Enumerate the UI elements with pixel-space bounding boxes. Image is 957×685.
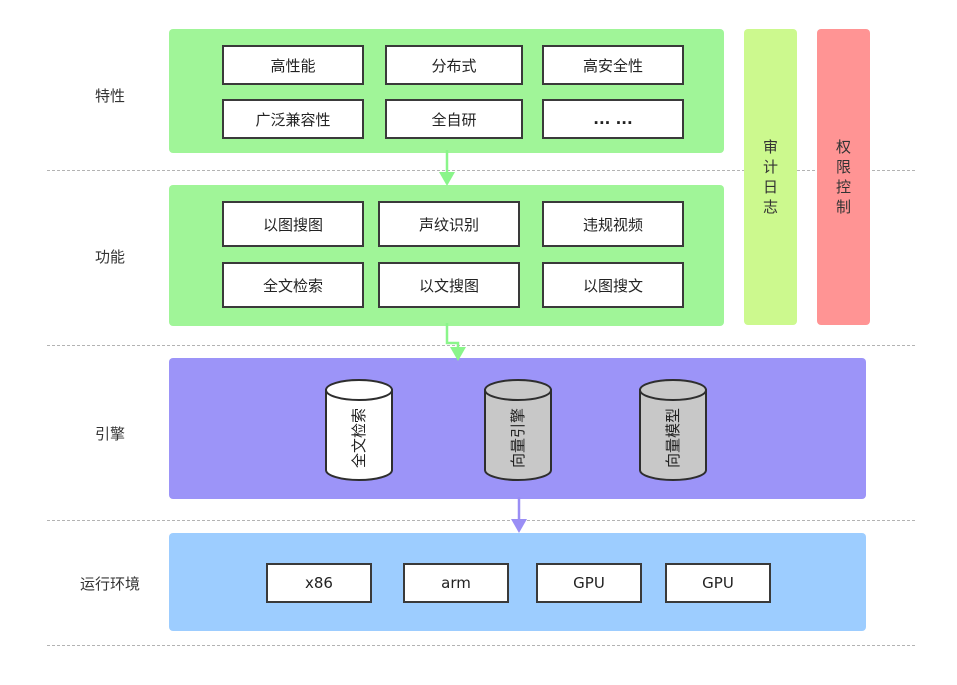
- row-label-functions: 功能: [94, 248, 125, 266]
- engine-cylinder: 向量引擎: [484, 379, 552, 481]
- audit-log-bar: 审计日志: [744, 29, 797, 325]
- permission-control-bar: 权限控制: [817, 29, 870, 325]
- function-box: 以文搜图: [378, 262, 520, 308]
- row-label-engine: 引擎: [94, 425, 125, 443]
- engine-cylinder: 向量模型: [639, 379, 707, 481]
- function-box: 以图搜图: [222, 201, 364, 247]
- runtime-box: x86: [266, 563, 372, 603]
- feature-box: 全自研: [385, 99, 523, 139]
- separator-3: [47, 520, 915, 521]
- separator-2: [47, 345, 915, 346]
- engine-label: 向量引擎: [509, 408, 527, 468]
- function-box: 声纹识别: [378, 201, 520, 247]
- arrow-functions-to-engine: [445, 323, 466, 361]
- runtime-box: arm: [403, 563, 509, 603]
- function-box: 全文检索: [222, 262, 364, 308]
- feature-box: 高安全性: [542, 45, 684, 85]
- separator-4: [47, 645, 915, 646]
- runtime-box: GPU: [536, 563, 642, 603]
- arrow-engine-to-runtime: [511, 497, 527, 533]
- feature-box: 高性能: [222, 45, 364, 85]
- separator-1: [47, 170, 915, 171]
- engine-cylinder: 全文检索: [325, 379, 393, 481]
- row-label-features: 特性: [94, 87, 125, 105]
- permission-control-label: 权限控制: [835, 138, 851, 216]
- runtime-box: GPU: [665, 563, 771, 603]
- audit-log-label: 审计日志: [762, 138, 778, 216]
- feature-box: 广泛兼容性: [222, 99, 364, 139]
- function-box: 违规视频: [542, 201, 684, 247]
- feature-box: 分布式: [385, 45, 523, 85]
- engine-label: 全文检索: [350, 408, 368, 468]
- function-box: 以图搜文: [542, 262, 684, 308]
- arrow-features-to-functions: [439, 150, 455, 186]
- feature-box: ... ...: [542, 99, 684, 139]
- row-label-runtime: 运行环境: [79, 575, 140, 593]
- engine-label: 向量模型: [664, 408, 682, 468]
